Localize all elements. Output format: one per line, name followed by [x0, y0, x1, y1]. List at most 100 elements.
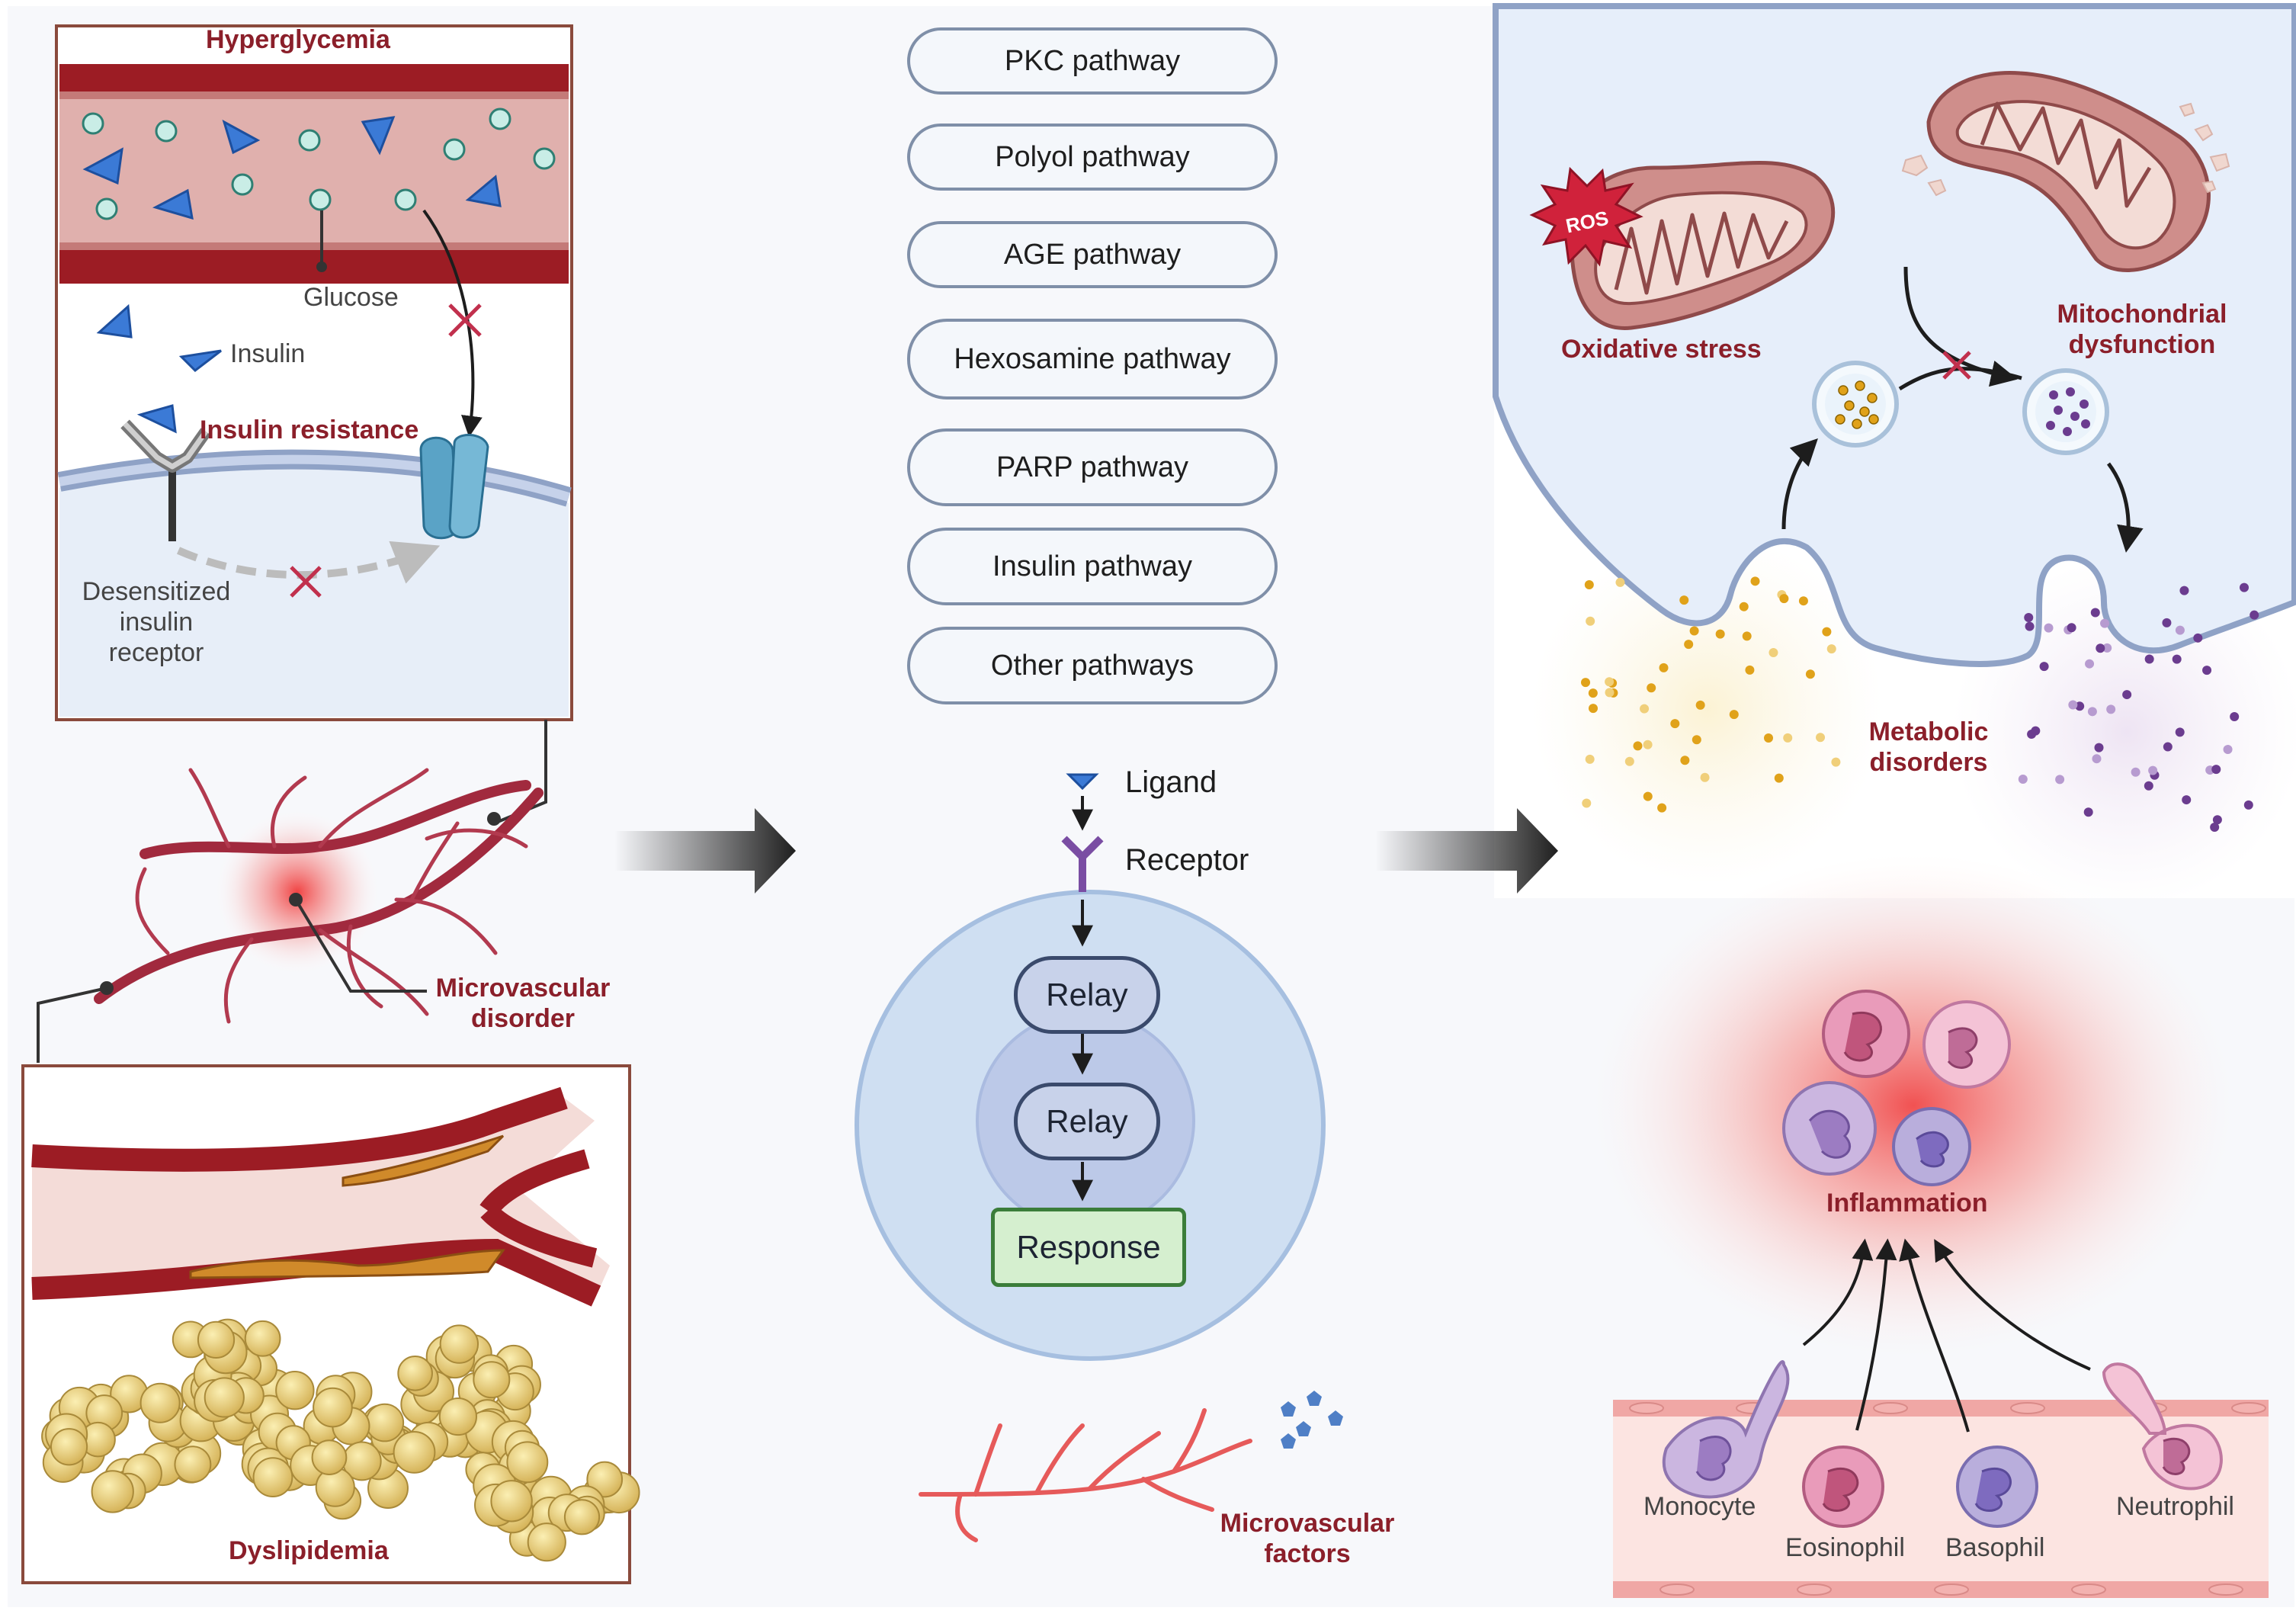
microvascular-illustration [37, 768, 544, 1063]
particle [2243, 800, 2253, 810]
fat-cell [197, 1320, 236, 1359]
metabolic-disorders-label: Metabolic disorders [1868, 717, 1989, 777]
particle [2055, 775, 2065, 785]
particle [2144, 654, 2154, 664]
fat-cell [439, 1324, 479, 1364]
mitochondrial-dysfunction-label: Mitochondrial dysfunction [2057, 300, 2227, 359]
particle [1605, 677, 1615, 687]
particle [2182, 795, 2192, 805]
particle [1700, 772, 1710, 782]
particle [2018, 774, 2028, 784]
ligand-label: Ligand [1125, 765, 1217, 799]
fat-cell [397, 1355, 433, 1391]
dyslipidemia-panel [21, 1064, 640, 1584]
particle [1783, 733, 1793, 743]
particle [2087, 707, 2097, 717]
particle [1657, 803, 1667, 813]
hyperglycemia-title: Hyperglycemia [206, 25, 390, 54]
particle [1605, 688, 1615, 698]
particle [1643, 740, 1653, 749]
particle [1816, 733, 1826, 743]
metabolic-panel [1493, 3, 2296, 907]
particle [1624, 756, 1634, 766]
particle [1588, 688, 1598, 698]
particle [1805, 669, 1815, 679]
microvascular-factors-label: Microvascular factors [1220, 1509, 1395, 1568]
particle [1615, 577, 1625, 587]
particle [1647, 683, 1656, 693]
particle [2179, 586, 2189, 595]
particle [1798, 596, 1808, 606]
particle [1643, 791, 1653, 801]
particle [2202, 666, 2212, 675]
particle [2044, 623, 2054, 633]
particle [1826, 644, 1836, 654]
particle [1684, 640, 1694, 650]
microvascular-disorder-label: Microvascular disorder [435, 974, 611, 1033]
hyperglycemia-panel [55, 24, 573, 721]
particle [2092, 754, 2102, 764]
oxidative-stress-label: Oxidative stress [1561, 335, 1762, 364]
pathway-hexosamine: Hexosamine pathway [907, 319, 1278, 399]
particle [1692, 735, 1701, 745]
particle [2068, 700, 2078, 710]
inflammation-label: Inflammation [1826, 1189, 1988, 1218]
neutrophil-label: Neutrophil [2116, 1492, 2234, 1521]
particle [2148, 765, 2158, 775]
particle [2083, 807, 2093, 817]
pathway-pkc: PKC pathway [907, 27, 1278, 95]
pathway-age: AGE pathway [907, 221, 1278, 288]
particle [2211, 765, 2221, 775]
particle [2025, 621, 2035, 631]
particle [2100, 618, 2110, 628]
relay-node-2: Relay [1014, 1083, 1160, 1160]
particle [2039, 662, 2049, 672]
particle [2102, 643, 2112, 653]
particle [1640, 704, 1650, 714]
particle [1670, 719, 1680, 729]
relay-node-1: Relay [1014, 956, 1160, 1034]
particle [2144, 781, 2153, 791]
particle [1588, 704, 1598, 714]
inflammation-panel [1593, 854, 2269, 1598]
particle [2090, 608, 2100, 618]
particle [2230, 711, 2240, 721]
basophil-label: Basophil [1945, 1533, 2045, 1562]
secreted-particles-purple [2018, 582, 2259, 833]
particle [2175, 727, 2185, 737]
particle [2131, 767, 2140, 777]
fat-cell [91, 1470, 134, 1513]
particle [2027, 729, 2037, 739]
particle [2212, 815, 2222, 825]
fat-cell [204, 1377, 245, 1418]
particle [2210, 823, 2220, 833]
particle [2094, 743, 2104, 752]
particle [1831, 757, 1841, 767]
response-node: Response [991, 1208, 1186, 1287]
particle [1689, 626, 1699, 636]
particle [1764, 733, 1774, 743]
fat-cell [586, 1461, 624, 1498]
particle [1742, 631, 1752, 641]
pathway-insulin: Insulin pathway [907, 528, 1278, 605]
particle [2067, 623, 2076, 633]
particle [2239, 582, 2249, 592]
fat-cell [365, 1403, 405, 1442]
fat-cell [438, 1397, 478, 1436]
particle [2024, 612, 2034, 622]
fat-cell [50, 1428, 88, 1466]
pathway-parp: PARP pathway [907, 428, 1278, 506]
fat-cell-clusters [41, 1318, 640, 1562]
fat-cell [527, 1523, 566, 1562]
pathway-other: Other pathways [907, 627, 1278, 704]
particle [1581, 678, 1591, 688]
particle [1695, 700, 1705, 710]
particle [1585, 754, 1595, 764]
insulin-resistance-label: Insulin resistance [200, 416, 419, 444]
receptor-label: Receptor [1125, 843, 1249, 877]
particle [1679, 595, 1689, 605]
particle [2223, 745, 2233, 755]
fat-cell [313, 1387, 353, 1428]
pathway-polyol: Polyol pathway [907, 124, 1278, 191]
